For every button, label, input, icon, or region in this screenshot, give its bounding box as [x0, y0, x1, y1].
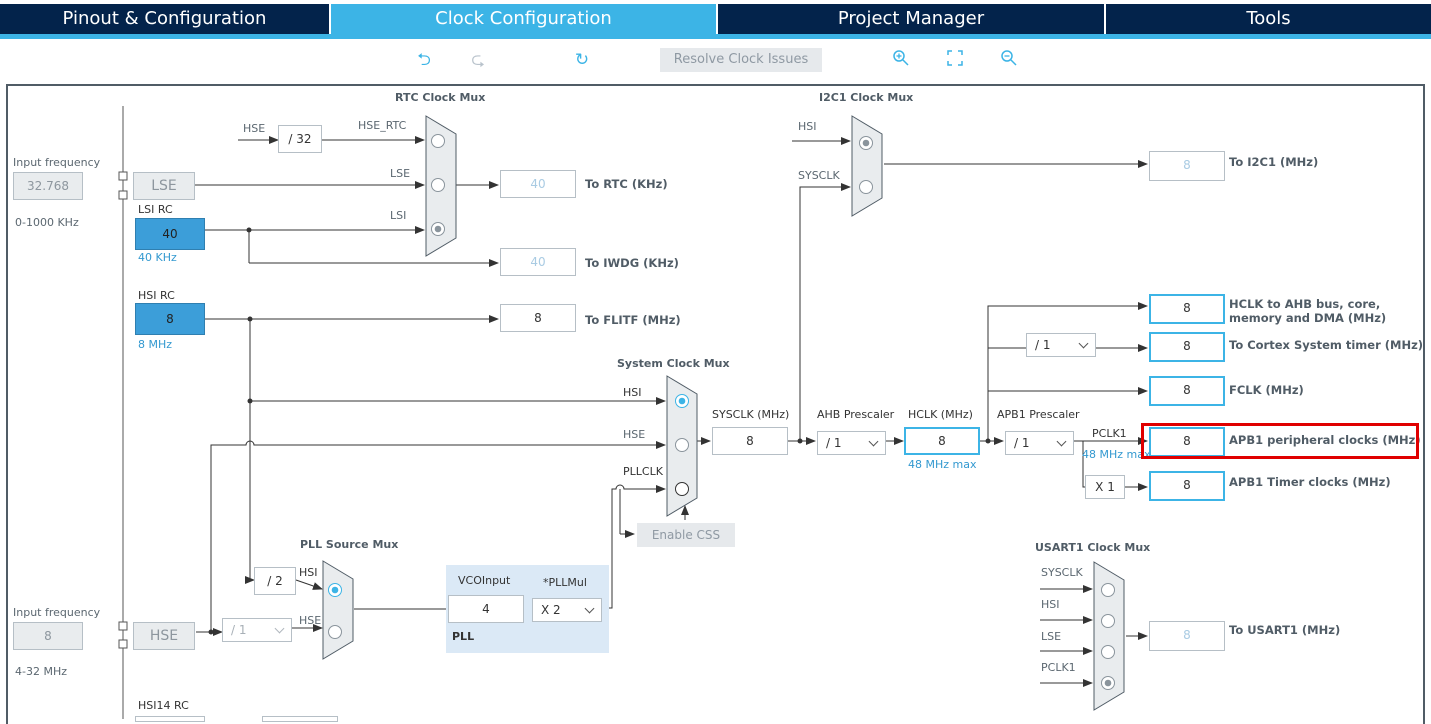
rtc-output-field[interactable]: 40: [500, 170, 576, 198]
ahb-output-label: HCLK to AHB bus, core,: [1229, 297, 1381, 311]
hse-block: HSE: [133, 622, 195, 650]
cortex-timer-label: To Cortex System timer (MHz): [1229, 338, 1424, 352]
top-tab-bar: Pinout & Configuration Clock Configurati…: [0, 0, 1431, 40]
hse-range-label: 4-32 MHz: [15, 665, 67, 678]
pll-source-mux: [322, 560, 354, 660]
i2c1-output-label: To I2C1 (MHz): [1229, 155, 1319, 169]
redo-icon[interactable]: ⮎: [471, 50, 485, 70]
apb1-peripheral-clocks-field[interactable]: 8: [1149, 427, 1225, 457]
refresh-icon[interactable]: ↻: [574, 50, 590, 70]
apb1-timer-clocks-field[interactable]: 8: [1149, 471, 1225, 501]
pll-mul-select[interactable]: X 2: [532, 598, 602, 622]
lse-input-frequency-label: Input frequency: [13, 156, 101, 169]
rtc-lsi-label: LSI: [390, 209, 407, 222]
hclk-max-label: 48 MHz max: [908, 458, 977, 471]
pll-label: PLL: [452, 630, 475, 643]
rtc-lse-label: LSE: [390, 167, 411, 180]
lse-range-label: 0-1000 KHz: [15, 216, 79, 229]
lsi-rc-block: 40: [135, 218, 205, 250]
usart1-output-label: To USART1 (MHz): [1229, 623, 1341, 637]
cortex-timer-field[interactable]: 8: [1149, 332, 1225, 362]
hsi14-rc-block: [135, 716, 205, 722]
hse-rtc-divider: / 32: [278, 125, 322, 153]
pll-source-mux-title: PLL Source Mux: [300, 538, 399, 551]
tab-tools[interactable]: Tools: [1106, 4, 1431, 34]
fclk-label: FCLK (MHz): [1229, 383, 1304, 397]
lsi-freq-label: 40 KHz: [138, 251, 177, 264]
hsi-rc-block: 8: [135, 303, 205, 335]
fclk-field[interactable]: 8: [1149, 376, 1225, 406]
ahb-prescaler-select[interactable]: / 1: [817, 431, 886, 455]
hse-prediv-select[interactable]: / 1: [222, 618, 292, 642]
apb1-peripheral-clocks-label: APB1 peripheral clocks (MHz): [1229, 433, 1421, 447]
tab-project-manager[interactable]: Project Manager: [718, 4, 1104, 34]
sysmux-pllclk-label: PLLCLK: [623, 465, 663, 478]
usart1-sysclk-label: SYSCLK: [1041, 566, 1083, 579]
cortex-timer-divider-select[interactable]: / 1: [1026, 333, 1096, 357]
hsi14-rc-label: HSI14 RC: [138, 699, 189, 712]
zoom-out-icon[interactable]: [998, 49, 1020, 71]
vco-input-field[interactable]: 4: [448, 595, 524, 623]
rtc-output-label: To RTC (KHz): [585, 177, 668, 191]
sysmux-hsi-label: HSI: [623, 386, 642, 399]
vco-input-label: VCOInput: [458, 574, 511, 587]
apb1-prescaler-label: APB1 Prescaler: [997, 408, 1080, 421]
hclk-label: HCLK (MHz): [908, 408, 973, 421]
lsi-rc-label: LSI RC: [138, 203, 173, 216]
usart1-lse-label: LSE: [1041, 630, 1062, 643]
hse-rtc-label: HSE_RTC: [358, 119, 407, 132]
ahb-output-field[interactable]: 8: [1149, 294, 1225, 324]
pll-mul-label: *PLLMul: [543, 576, 587, 589]
rtc-clock-mux-title: RTC Clock Mux: [395, 91, 486, 104]
usart1-hsi-label: HSI: [1041, 598, 1060, 611]
undo-icon[interactable]: ⮌: [417, 50, 431, 70]
sysclk-label: SYSCLK (MHz): [712, 408, 790, 421]
hse-input-frequency-label: Input frequency: [13, 606, 101, 619]
hclk-field[interactable]: 8: [904, 427, 980, 455]
usart1-mux: [1093, 561, 1125, 711]
usart1-pclk1-label: PCLK1: [1041, 661, 1076, 674]
hsi-rc-label: HSI RC: [138, 289, 175, 302]
hsi-freq-label: 8 MHz: [138, 338, 173, 351]
i2c1-output-field[interactable]: 8: [1149, 151, 1225, 181]
lse-input-frequency-field[interactable]: 32.768: [13, 172, 83, 200]
system-clock-mux-title: System Clock Mux: [617, 357, 730, 370]
resolve-clock-issues-button[interactable]: Resolve Clock Issues: [660, 48, 822, 72]
hsi14-output-field: [262, 716, 338, 722]
fit-to-window-icon[interactable]: [944, 49, 966, 71]
pclk1-label: PCLK1: [1092, 427, 1127, 440]
usart1-output-field[interactable]: 8: [1149, 621, 1225, 651]
tab-clock-configuration[interactable]: Clock Configuration: [331, 4, 716, 34]
flitf-output-label: To FLITF (MHz): [585, 313, 681, 327]
apb1-timer-clocks-label: APB1 Timer clocks (MHz): [1229, 475, 1391, 489]
usart1-clock-mux-title: USART1 Clock Mux: [1035, 541, 1151, 554]
i2c1-mux: [851, 115, 883, 217]
ahb-prescaler-label: AHB Prescaler: [817, 408, 895, 421]
highlight-box: [1141, 423, 1419, 459]
rtc-hse-label: HSE: [243, 122, 266, 135]
tab-underline: [0, 34, 1431, 39]
zoom-in-icon[interactable]: [890, 49, 912, 71]
sysclk-field[interactable]: 8: [712, 427, 788, 455]
hsi-div2-block: / 2: [254, 567, 296, 595]
flitf-output-field[interactable]: 8: [500, 304, 576, 332]
i2c1-clock-mux-title: I2C1 Clock Mux: [819, 91, 914, 104]
pll-src-hsi-label: HSI: [299, 566, 318, 579]
i2c1-hsi-label: HSI: [798, 120, 817, 133]
hse-input-frequency-field[interactable]: 8: [13, 622, 83, 650]
i2c1-sysclk-label: SYSCLK: [798, 169, 840, 182]
ahb-output-label-2: memory and DMA (MHz): [1229, 311, 1387, 325]
iwdg-output-field[interactable]: 40: [500, 248, 576, 276]
tab-pinout[interactable]: Pinout & Configuration: [0, 4, 329, 34]
pll-src-hse-label: HSE: [299, 614, 322, 627]
apb1-timer-multiplier: X 1: [1085, 475, 1125, 499]
apb1-prescaler-select[interactable]: / 1: [1005, 431, 1074, 455]
iwdg-output-label: To IWDG (KHz): [585, 256, 679, 270]
apb1-max-label: 48 MHz max: [1082, 448, 1151, 461]
enable-css-button[interactable]: Enable CSS: [637, 523, 735, 547]
sysmux-hse-label: HSE: [623, 428, 646, 441]
lse-block: LSE: [133, 172, 195, 200]
